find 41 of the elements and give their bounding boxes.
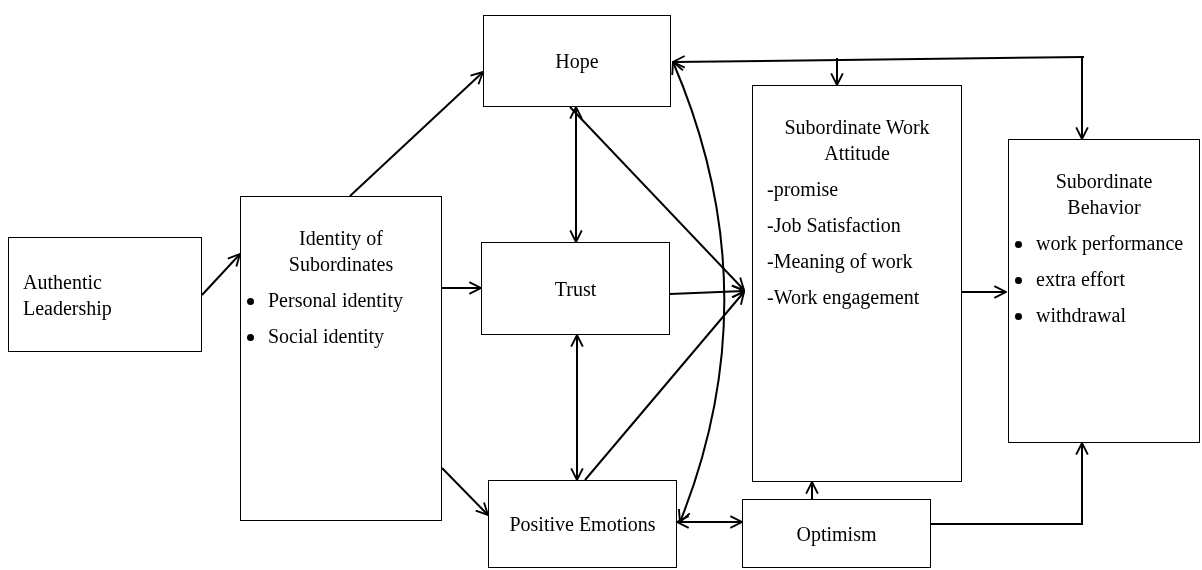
list-item: Personal identity <box>267 288 403 313</box>
box-title: Hope <box>555 49 599 74</box>
arrow <box>670 61 726 523</box>
arrow <box>570 334 584 481</box>
arrow <box>930 442 1089 525</box>
list-item: Social identity <box>267 324 385 349</box>
arrow <box>676 515 743 529</box>
arrow <box>1075 56 1089 140</box>
list-item: -Meaning of work <box>767 249 914 274</box>
box-title: Trust <box>554 276 597 302</box>
process-box <box>488 480 677 568</box>
list-item: work performance <box>1035 231 1184 256</box>
box-title: Identity of Subordinates <box>287 226 395 277</box>
box-title: Authentic Leadership <box>23 269 113 321</box>
list-item: withdrawal <box>1035 303 1126 328</box>
list-item: -Work engagement <box>767 285 921 310</box>
process-box <box>481 242 670 335</box>
arrow <box>569 106 583 243</box>
process-box <box>742 499 931 568</box>
box-title: Subordinate Behavior <box>1054 169 1154 220</box>
process-box <box>1008 139 1200 443</box>
arrow <box>441 467 489 516</box>
process-box <box>483 15 671 107</box>
arrow <box>349 71 484 197</box>
arrow <box>441 281 482 295</box>
arrow <box>569 106 745 291</box>
arrow <box>830 57 844 86</box>
process-box <box>240 196 442 521</box>
list-item: -Job Satisfaction <box>767 213 902 238</box>
box-title: Positive Emotions <box>509 512 656 537</box>
process-box <box>8 237 202 352</box>
process-box <box>752 85 962 482</box>
box-title: Subordinate Work Attitude <box>783 115 931 166</box>
list-item: extra effort <box>1035 267 1126 292</box>
arrow <box>672 55 1085 69</box>
arrow <box>961 285 1007 299</box>
list-item: -promise <box>767 177 840 202</box>
box-title: Optimism <box>796 521 877 547</box>
arrow <box>584 291 745 481</box>
arrow <box>201 253 241 296</box>
arrow <box>805 481 819 500</box>
